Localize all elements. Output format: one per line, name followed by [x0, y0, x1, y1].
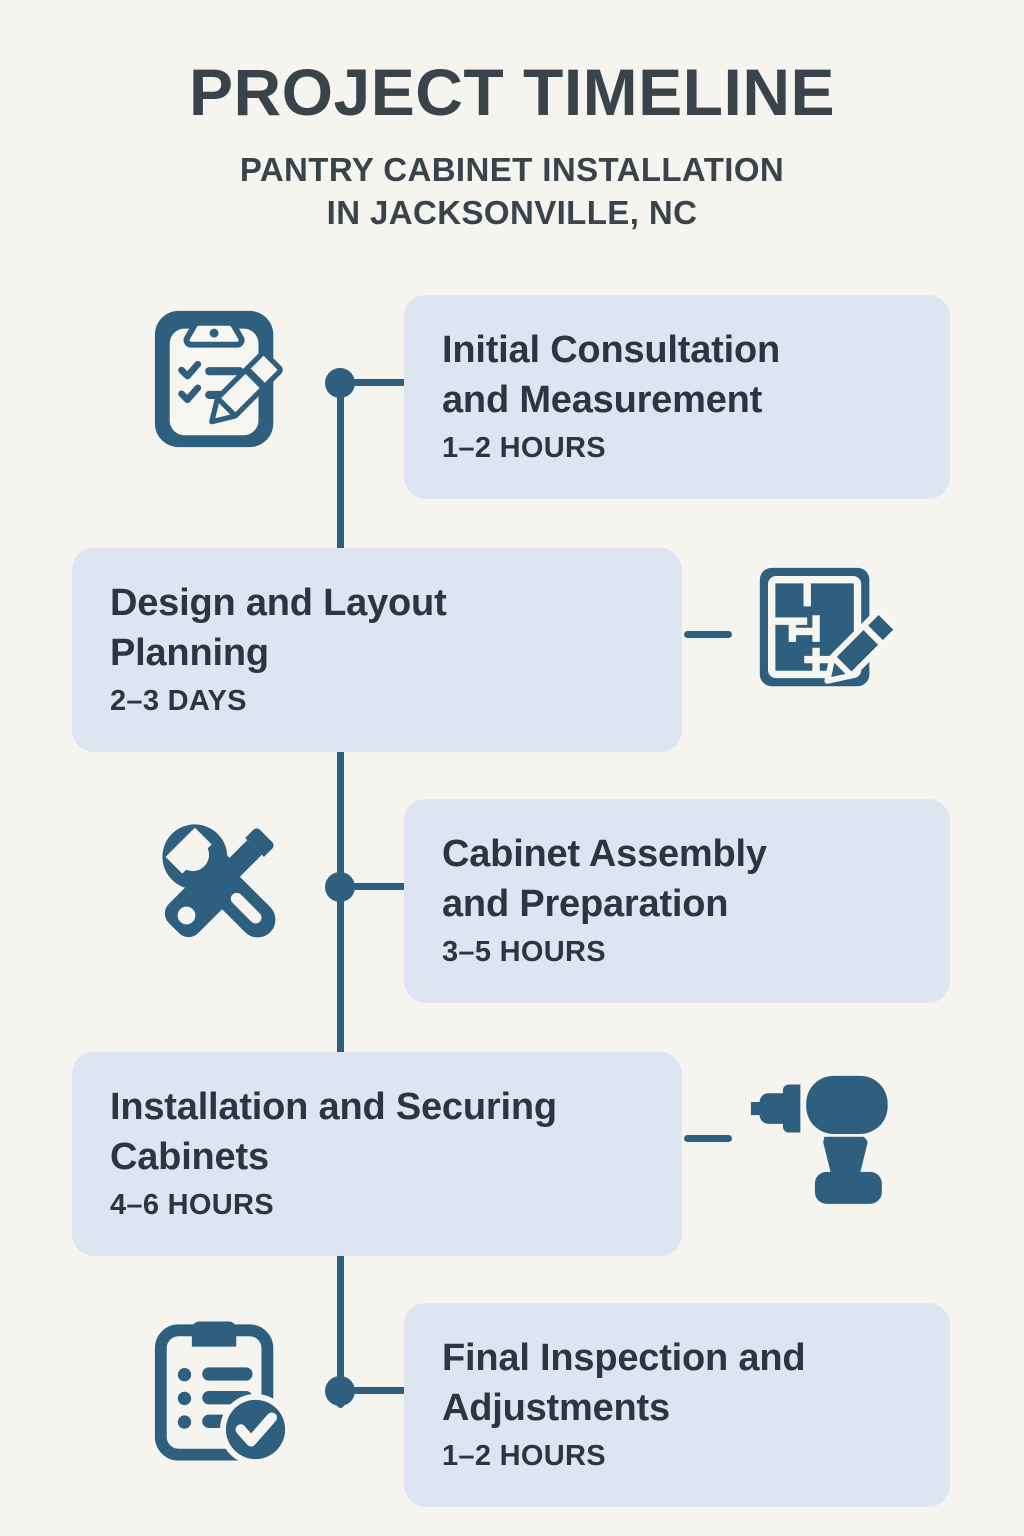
subtitle-line-2: IN JACKSONVILLE, NC — [326, 193, 698, 231]
clipboard-check-icon — [146, 1312, 294, 1470]
step-card-5[interactable]: Final Inspection and Adjustments 1–2 HOU… — [404, 1303, 950, 1508]
timeline-connector-3 — [352, 883, 406, 890]
page-title: PROJECT TIMELINE — [188, 55, 836, 129]
clipboard-pencil-icon — [146, 305, 294, 453]
blueprint-pencil-icon — [748, 556, 896, 704]
step-card-3[interactable]: Cabinet Assembly and Preparation 3–5 HOU… — [404, 799, 950, 1004]
step-title: Initial Consultation and Measurement — [442, 329, 780, 422]
step-title: Cabinet Assembly and Preparation — [442, 833, 767, 926]
timeline-connector-2 — [684, 631, 732, 638]
timeline-dot-1 — [325, 368, 355, 398]
page-subtitle: PANTRY CABINET INSTALLATION IN JACKSONVI… — [0, 149, 1024, 233]
step-duration: 2–3 DAYS — [110, 685, 247, 718]
step-duration: 1–2 HOURS — [442, 1440, 606, 1473]
timeline-dot-5 — [325, 1376, 355, 1406]
timeline-connector-1 — [352, 379, 406, 386]
step-duration: 1–2 HOURS — [442, 432, 606, 465]
step-card-2[interactable]: Design and Layout Planning 2–3 DAYS — [72, 548, 682, 753]
timeline-connector-5 — [352, 1387, 406, 1394]
step-duration: 3–5 HOURS — [442, 936, 606, 969]
step-title: Final Inspection and Adjustments — [442, 1337, 806, 1430]
step-title: Design and Layout Planning — [110, 582, 447, 675]
power-drill-icon — [748, 1060, 908, 1208]
step-card-4[interactable]: Installation and Securing Cabinets 4–6 H… — [72, 1052, 682, 1257]
wrench-screwdriver-icon — [146, 808, 294, 956]
step-card-1[interactable]: Initial Consultation and Measurement 1–2… — [404, 295, 950, 500]
step-duration: 4–6 HOURS — [110, 1189, 274, 1222]
header: PROJECT TIMELINE PANTRY CABINET INSTALLA… — [0, 0, 1024, 234]
timeline-connector-4 — [684, 1135, 732, 1142]
step-title: Installation and Securing Cabinets — [110, 1086, 557, 1179]
subtitle-line-1: PANTRY CABINET INSTALLATION — [239, 151, 785, 189]
timeline-dot-3 — [325, 872, 355, 902]
